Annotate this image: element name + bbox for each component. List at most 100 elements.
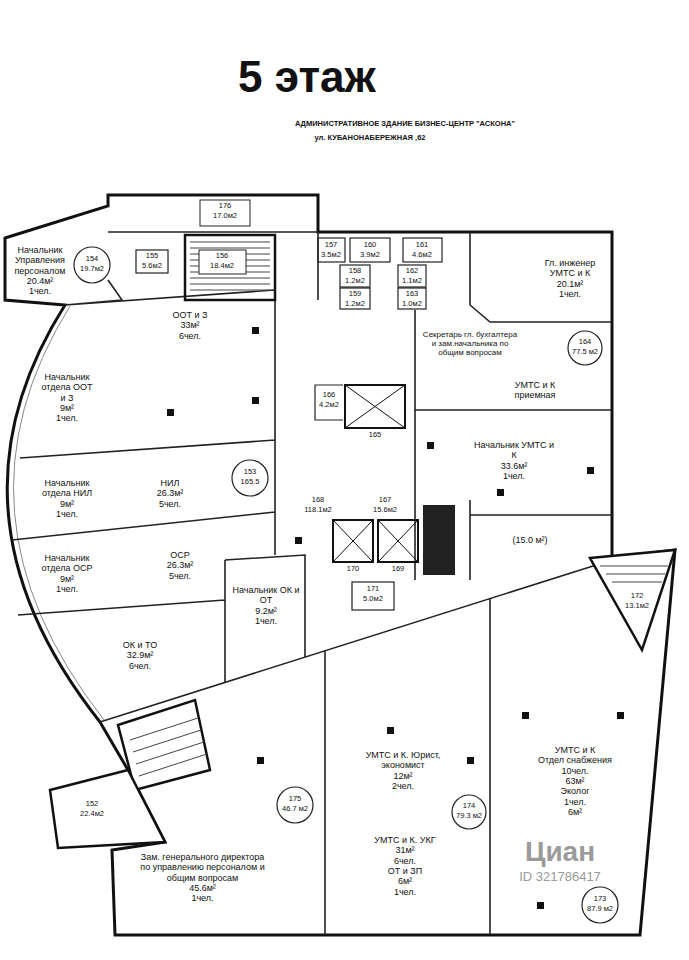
room-number: 18.4м2 [210,262,234,271]
room-text: 32.9м² [100,650,180,660]
room-number: 174 [463,802,476,811]
room-text: 6м² [357,876,453,886]
room-text: Начальник ОК и ОТ [232,585,300,606]
room-text: 1чел. [38,509,96,519]
glazing-line [14,306,104,720]
watermark: Циан [525,836,595,868]
room-text: Начальник УМТС и К [472,440,556,461]
room-text: 33.6м² [472,461,556,471]
room-number: 165 [369,431,382,440]
room-text: ОСР [140,550,220,560]
room-number: 176 [219,202,232,211]
lift-shaft [333,385,418,562]
room-text: 1чел. [472,471,556,481]
room: ОСР26.3м²5чел. [140,550,220,581]
room: Начальник ОК и ОТ9.2м²1чел. [232,585,300,626]
room-number: 1.2м2 [345,300,365,309]
column [167,327,624,909]
shaft-block [423,505,455,575]
room-text: Начальник отдела НИЛ [38,478,96,499]
room-text: 10чел. [510,766,640,776]
room: УМТС и К приемная [505,380,565,401]
room-number: 155 [146,252,159,261]
room: (15.0 м²) [495,535,565,545]
room-text: 6м² [510,807,640,817]
room: УМТС и К. Юрист, экономист12м²2чел. [357,750,449,791]
room-text: 20.1м² [532,279,608,289]
room-text: Секретарь гл. бухгалтера и зам.начальник… [422,330,518,358]
room-number: 158 [349,267,362,276]
room: Начальник Управления персоналом20.4м²1че… [8,245,72,297]
room-text: УМТС и К. УКГ [357,835,453,845]
room-number: 79.3 м2 [456,812,482,821]
room-text: 5чел. [140,571,220,581]
room-number: 77.5 м2 [572,348,598,357]
room-text: 9м² [38,403,96,413]
room-number: 160 [364,241,377,250]
room-text: УМТС и К. Юрист, экономист [357,750,449,771]
callout-circle [74,247,618,923]
room-text: 1чел. [510,797,640,807]
room-number: 13.1м2 [625,602,649,611]
room-text: 20.4м² [8,276,72,286]
room-text: Эколог [510,786,640,796]
room-text: 9.2м² [232,606,300,616]
room: НИЛ26.3м²5чел. [135,478,205,509]
room-text: 6чел. [357,856,453,866]
room-number: 19.7м2 [80,265,104,274]
room-text: 1чел. [8,286,72,296]
room-text: 26.3м² [135,488,205,498]
room-tag [199,250,246,274]
room-number: 165.5 [241,478,260,487]
room-text: Начальник отдела ОСР [38,553,96,574]
room-text: Зам. генерального директора по управлени… [140,852,265,883]
room-text: 9м² [38,574,96,584]
room-number: 1.0м2 [402,300,422,309]
room-number: 161 [416,241,429,250]
room-number: 163 [406,290,419,299]
room-text: 33м² [150,320,230,330]
room-text: 63м² [510,776,640,786]
stair-room [50,770,165,848]
room-text: УМТС и К приемная [505,380,565,401]
room-number: 3.5м2 [321,251,341,260]
room-text: Отдел снабжения [510,755,640,765]
room-text: Начальник Управления персоналом [8,245,72,276]
room-text: УМТС и К [510,745,640,755]
room-text: НИЛ [135,478,205,488]
room-number: 5.6м2 [142,262,162,271]
room: УМТС и К. УКГ31м²6чел.ОТ и ЗП6м²1чел. [357,835,453,897]
room-number: 175 [289,795,302,804]
room: Гл. инженер УМТС и К20.1м²1чел. [532,258,608,299]
floor-title: 5 этаж [238,52,376,102]
room-text: 1чел. [140,893,265,903]
outer-wall [5,195,675,935]
room-number: 15.6м2 [373,506,397,515]
room-text: 1чел. [357,887,453,897]
room-number: 3.9м2 [360,251,380,260]
room-number: 156 [216,252,229,261]
room: ООТ и З33м²6чел. [150,310,230,341]
room-text: 5чел. [135,499,205,509]
room-number: 153 [244,468,257,477]
room-text: ОТ и ЗП [357,866,453,876]
room: УМТС и КОтдел снабжения10чел.63м²Эколог1… [510,745,640,817]
room-number: 166 [323,391,336,400]
room-number: 87.9 м2 [587,905,613,914]
room-number: 1.1м2 [402,277,422,286]
room-number: 169 [392,565,405,574]
room-number: 22.4м2 [80,810,104,819]
room-number: 171 [367,585,380,594]
room: Зам. генерального директора по управлени… [140,852,265,904]
stair [590,550,675,650]
room-text: 26.3м² [140,560,220,570]
room-text: Начальник отдела ООТ и З [38,372,96,403]
room-text: 12м² [357,771,449,781]
room-number: 118.1м2 [304,506,332,515]
room-text: ООТ и З [150,310,230,320]
room: Начальник УМТС и К33.6м²1чел. [472,440,556,481]
watermark: ID 321786417 [519,870,601,885]
room-number: 154 [86,255,99,264]
subtitle: АДМИНИСТРАТИВНОЕ ЗДАНИЕ БИЗНЕС-ЦЕНТР "АС… [295,120,515,129]
room-number: 5.0м2 [363,595,383,604]
